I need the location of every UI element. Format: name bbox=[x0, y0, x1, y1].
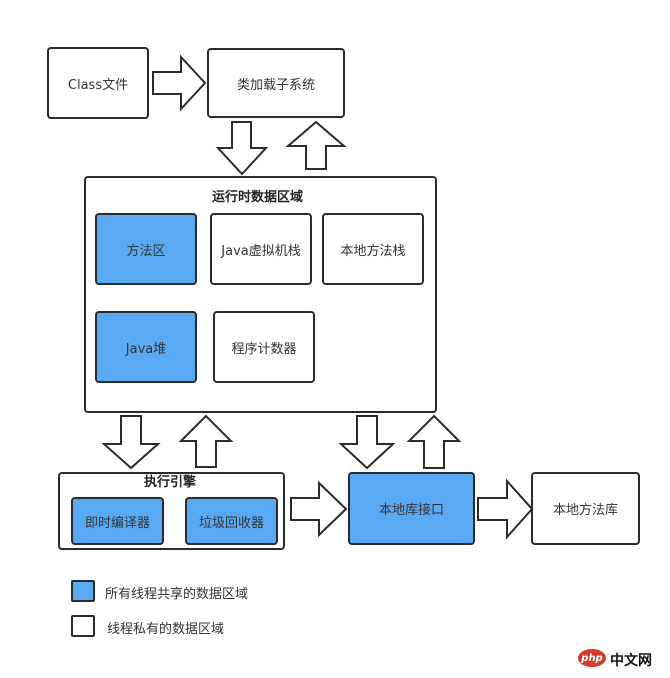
class-loader-label: 类加载子系统 bbox=[236, 77, 315, 93]
arrow-down-runtime-to-interface bbox=[338, 415, 396, 470]
arrow-up-interface-to-runtime bbox=[406, 414, 462, 469]
method-area-label: 方法区 bbox=[126, 243, 166, 259]
garbage-collector-node: 垃圾回收器 bbox=[185, 497, 278, 545]
arrow-right-class-to-loader bbox=[152, 54, 207, 112]
native-library-node: 本地方法库 bbox=[531, 472, 640, 545]
java-heap-node: Java堆 bbox=[95, 311, 197, 383]
class-file-label: Class文件 bbox=[67, 77, 129, 93]
native-library-label: 本地方法库 bbox=[552, 503, 618, 518]
arrow-up-engine-to-runtime bbox=[178, 414, 234, 468]
native-interface-node: 本地库接口 bbox=[348, 472, 475, 545]
legend-private-swatch bbox=[71, 615, 95, 637]
arrow-right-interface-to-library bbox=[477, 478, 534, 540]
native-method-stack-node: 本地方法栈 bbox=[322, 213, 424, 285]
jit-compiler-label: 即时编译器 bbox=[84, 515, 150, 531]
arrow-up-runtime-to-loader bbox=[285, 120, 347, 170]
class-file-node: Class文件 bbox=[47, 47, 149, 119]
native-interface-label: 本地库接口 bbox=[378, 503, 444, 518]
class-loader-node: 类加载子系统 bbox=[207, 48, 345, 118]
program-counter-node: 程序计数器 bbox=[213, 311, 315, 383]
legend-private-label: 线程私有的数据区域 bbox=[107, 622, 225, 637]
java-heap-label: Java堆 bbox=[125, 341, 167, 357]
program-counter-label: 程序计数器 bbox=[231, 341, 297, 357]
jit-compiler-node: 即时编译器 bbox=[71, 497, 164, 545]
execution-engine-title: 执行引擎 bbox=[144, 475, 197, 490]
watermark-text: 中文网 bbox=[610, 653, 652, 669]
garbage-collector-label: 垃圾回收器 bbox=[198, 515, 264, 531]
site-watermark: php 中文网 bbox=[578, 648, 664, 670]
native-method-stack-label: 本地方法栈 bbox=[340, 243, 406, 259]
arrow-down-runtime-to-engine bbox=[101, 415, 161, 470]
watermark-logo-badge: php bbox=[578, 649, 606, 667]
java-vm-stack-label: Java虚拟机栈 bbox=[221, 243, 301, 259]
java-vm-stack-node: Java虚拟机栈 bbox=[210, 213, 312, 285]
legend-shared-label: 所有线程共享的数据区域 bbox=[105, 587, 249, 602]
runtime-data-area-title: 运行时数据区域 bbox=[212, 190, 304, 205]
arrow-down-loader-to-runtime bbox=[215, 121, 269, 176]
method-area-node: 方法区 bbox=[95, 213, 197, 285]
arrow-right-engine-to-interface bbox=[290, 480, 348, 538]
legend-shared-swatch bbox=[71, 580, 95, 602]
